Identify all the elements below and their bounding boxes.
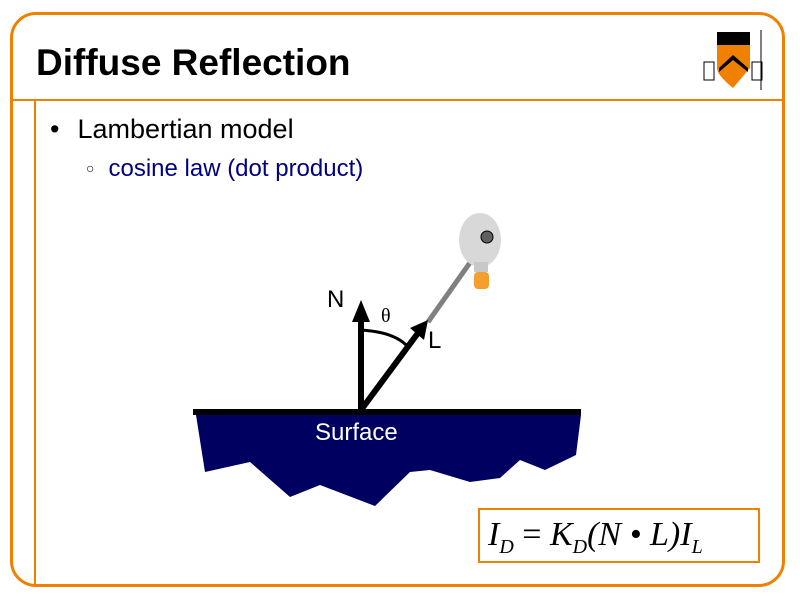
- left-rule: [34, 101, 36, 586]
- light-vector: [358, 331, 421, 412]
- formula-id: I: [488, 516, 500, 553]
- formula-dot: (N • L): [587, 516, 681, 553]
- bullet-lambertian: •Lambertian model: [50, 114, 294, 144]
- light-bulb-icon: [459, 213, 501, 289]
- light-arrowhead: [410, 320, 428, 340]
- formula-sub: D: [572, 535, 588, 558]
- formula-sub: D: [499, 535, 514, 558]
- sub-bullet-cosine: ○cosine law (dot product): [86, 155, 364, 182]
- formula-il: I: [680, 516, 692, 553]
- slide-frame: [10, 12, 785, 587]
- normal-label: N: [327, 286, 345, 313]
- surface-top-edge: [193, 409, 581, 415]
- slide-title: Diffuse Reflection: [36, 42, 351, 83]
- title-divider: [12, 99, 784, 101]
- princeton-shield-logo: [703, 30, 763, 90]
- formula-sub: L: [691, 535, 703, 558]
- bullet-text: Lambertian model: [77, 114, 294, 144]
- formula-equals: =: [513, 516, 550, 553]
- diffuse-formula: ID = KD(N • L)IL: [478, 508, 760, 563]
- sub-bullet-text: cosine law (dot product): [108, 155, 364, 182]
- formula-k: K: [549, 516, 573, 553]
- theta-label: θ: [381, 305, 391, 327]
- surface: [196, 415, 581, 506]
- light-label: L: [428, 327, 442, 354]
- surface-label: Surface: [315, 419, 398, 446]
- angle-arc: [360, 328, 410, 349]
- normal-arrowhead: [352, 300, 370, 322]
